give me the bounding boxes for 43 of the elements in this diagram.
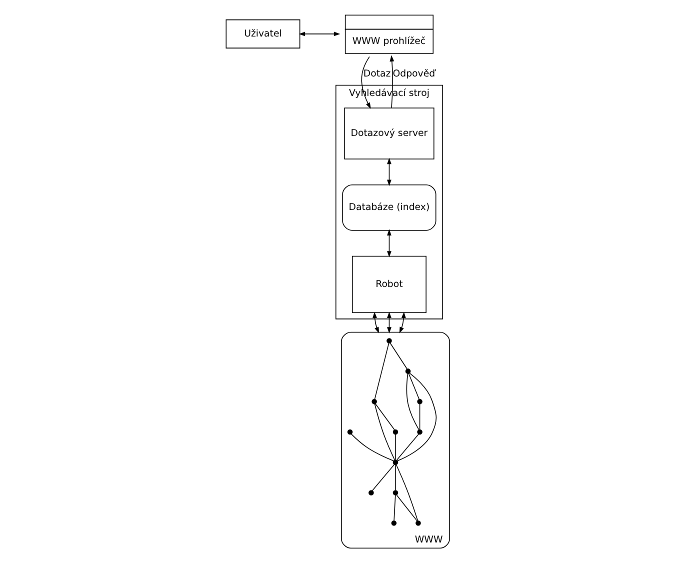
connector [396, 434, 420, 460]
node-box: Robot [352, 256, 426, 314]
edge-label: Dotaz [363, 68, 391, 80]
node-circle [391, 520, 397, 526]
node-circle [386, 338, 392, 344]
connector [406, 373, 420, 430]
connector [396, 494, 418, 522]
connector [372, 464, 395, 491]
node-circle [392, 429, 398, 435]
connector [408, 373, 420, 400]
cluster: WWW [341, 332, 450, 549]
connector [419, 404, 420, 430]
connector [396, 464, 418, 522]
node-circle [405, 368, 411, 374]
connector [394, 494, 396, 522]
arrow [387, 229, 392, 258]
arrow [298, 32, 340, 36]
arrow [390, 55, 394, 108]
node-circle [392, 490, 398, 496]
connector [395, 434, 396, 460]
arrow [387, 312, 392, 334]
connector [396, 372, 437, 462]
node-box: Databáze (index) [342, 184, 436, 231]
edge-label: Odpověď [392, 68, 436, 80]
node-box: Dotazový server [344, 108, 434, 160]
arrow [387, 158, 392, 186]
node-circle [392, 460, 398, 466]
node-circle [417, 398, 422, 404]
connector [374, 403, 396, 461]
node-circle [417, 429, 422, 435]
node-circle [372, 398, 377, 404]
connector [375, 404, 395, 430]
connector [390, 342, 408, 370]
node-circle [416, 520, 421, 526]
node-circle [347, 429, 353, 435]
arrow [361, 56, 371, 109]
node-box: Uživatel [226, 19, 300, 48]
connector [374, 342, 390, 400]
node-circle [368, 490, 374, 496]
connector [350, 434, 394, 462]
arrow [399, 312, 406, 334]
arrow [372, 312, 380, 334]
connector [395, 464, 396, 491]
